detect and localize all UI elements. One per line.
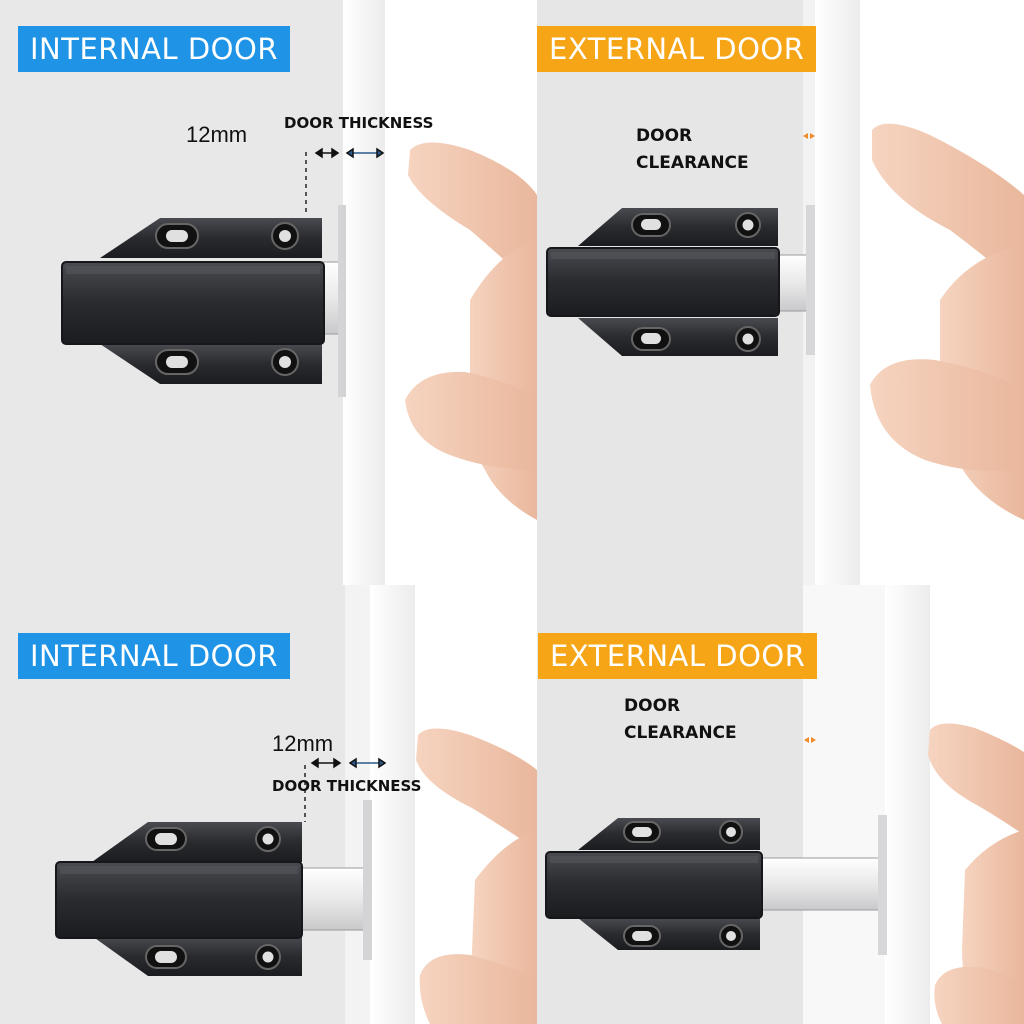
door-clearance-label-line1: DOOR — [624, 696, 681, 716]
door-top-left — [343, 0, 385, 585]
internal-door-badge: INTERNAL DOOR — [18, 26, 290, 72]
door-clearance-label-line1: DOOR — [636, 126, 693, 146]
external-door-badge: EXTERNAL DOOR — [538, 633, 818, 679]
door-clearance-label-line2: CLEARANCE — [624, 723, 737, 743]
push-latch-icon — [55, 800, 372, 976]
push-latch-icon — [546, 205, 815, 356]
finger-icon — [405, 123, 1024, 1024]
push-latch-icon — [545, 815, 887, 955]
door-thickness-label: DOOR THICKNESS — [284, 114, 434, 132]
internal-door-badge: INTERNAL DOOR — [18, 633, 290, 679]
door-bottom-left — [370, 585, 415, 1024]
measure-label: 12mm — [272, 731, 334, 756]
door-top-right — [815, 0, 860, 585]
measure-label: 12mm — [186, 122, 248, 147]
double-arrow-icon — [310, 757, 387, 769]
double-arrow-icon — [314, 147, 385, 159]
external-door-badge: EXTERNAL DOOR — [537, 26, 817, 72]
double-arrow-icon — [803, 133, 815, 139]
door-bottom-right — [885, 585, 930, 1024]
door-thickness-label: DOOR THICKNESS — [272, 777, 422, 795]
door-clearance-label-line2: CLEARANCE — [636, 153, 749, 173]
double-arrow-icon — [804, 737, 816, 743]
push-latch-icon — [61, 205, 346, 397]
